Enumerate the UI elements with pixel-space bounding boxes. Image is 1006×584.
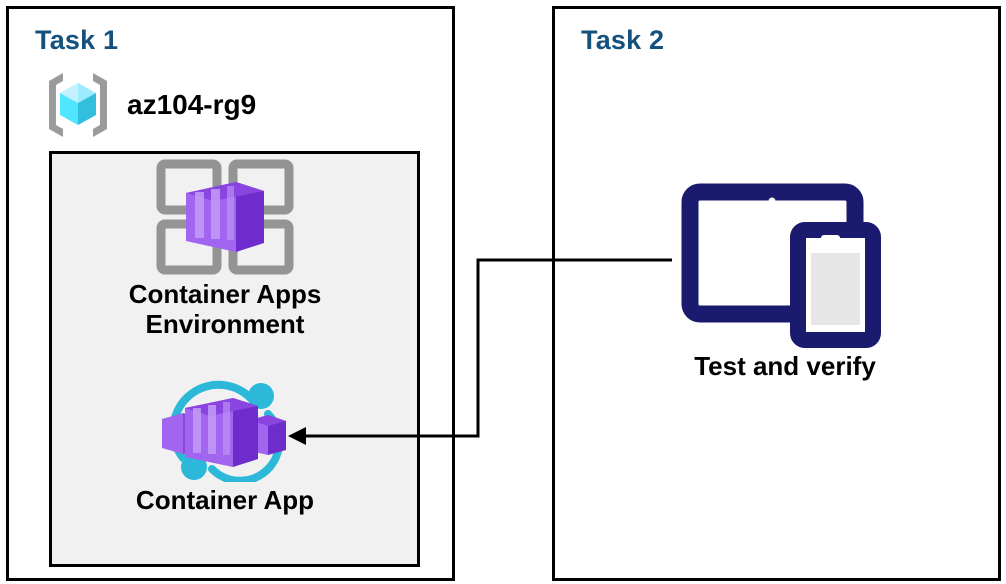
task-2-title: Task 2 — [581, 25, 665, 55]
task-1-title: Task 1 — [35, 25, 119, 55]
node-test-and-verify-label: Test and verify — [694, 351, 876, 381]
resource-group-label: az104-rg9 — [127, 89, 257, 120]
container-app-icon — [150, 372, 300, 485]
container-apps-environment-icon — [151, 158, 299, 276]
node-container-apps-environment: Container Apps Environment — [60, 158, 390, 340]
node-container-app-label: Container App — [135, 485, 315, 515]
node-test-and-verify: Test and verify — [630, 168, 940, 382]
devices-icon — [670, 168, 900, 348]
node-container-apps-environment-label: Container Apps Environment — [128, 279, 322, 339]
node-container-app: Container App — [60, 372, 390, 516]
resource-group-icon — [43, 69, 113, 141]
resource-group-row: az104-rg9 — [43, 69, 256, 141]
